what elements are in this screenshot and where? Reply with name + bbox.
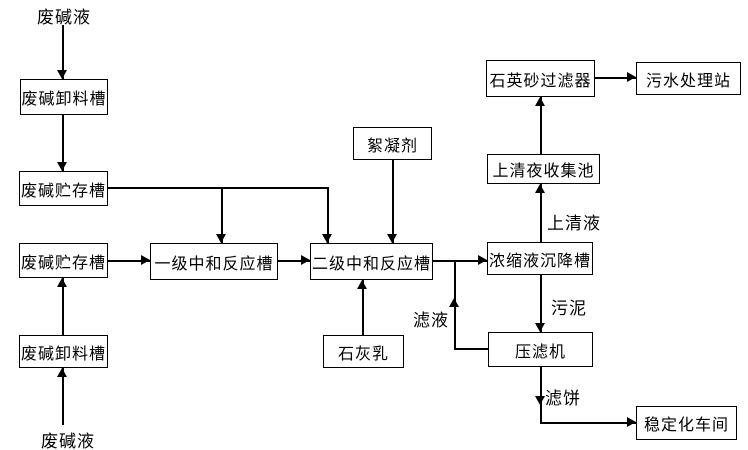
arrowhead-settling-to-pool xyxy=(535,184,545,193)
edge-storage1-to-secondary-drop-line xyxy=(327,188,329,243)
edge-limemilk-to-secondary-line xyxy=(362,280,364,335)
arrowhead-pool-to-sandfilter xyxy=(535,97,545,106)
edge-pool-to-sandfilter-line xyxy=(540,97,542,154)
node-flocculant: 絮凝剂 xyxy=(353,127,432,160)
arrowhead-cake-to-stabilization xyxy=(627,417,636,427)
node-waste-alkali-storage-tank-1: 废碱贮存槽 xyxy=(19,171,108,206)
edge-feedbottom-to-unload2-line xyxy=(62,368,64,425)
edge-unload1-to-storage1-line xyxy=(62,115,64,171)
node-quartz-sand-filter: 石英砂过滤器 xyxy=(486,60,595,97)
arrowhead-filtrate-return xyxy=(449,298,459,307)
arrowhead-unload2-to-storage2 xyxy=(57,278,67,287)
edge-storage2-to-primary-line xyxy=(108,260,150,262)
arrowhead-storage1-to-primary xyxy=(216,234,226,243)
arrowhead-unload1-to-storage1 xyxy=(57,162,67,171)
edge-filtrate-return-horizontal-line xyxy=(454,348,488,350)
node-waste-alkali-unloading-tank-2: 废碱卸料槽 xyxy=(19,335,108,368)
arrowhead-storage1-to-secondary xyxy=(322,234,332,243)
arrowhead-limemilk-to-secondary xyxy=(357,280,367,289)
arrowhead-storage2-to-primary xyxy=(141,255,150,265)
node-stabilization-workshop: 稳定化车间 xyxy=(636,406,737,440)
stream-label-waste-alkali-bottom: 废碱液 xyxy=(41,432,95,450)
edge-primary-to-secondary-line xyxy=(278,260,310,262)
node-lime-milk: 石灰乳 xyxy=(323,335,404,368)
node-waste-alkali-storage-tank-2: 废碱贮存槽 xyxy=(19,243,108,278)
stream-label-waste-alkali-top: 废碱液 xyxy=(37,8,91,28)
arrowhead-secondary-to-settling xyxy=(478,255,487,265)
stream-label-sludge: 污泥 xyxy=(551,299,587,319)
arrowhead-press-cake-down xyxy=(535,396,545,405)
edge-settling-to-press-line xyxy=(540,275,542,332)
arrowhead-feedtop-to-unload1 xyxy=(57,70,67,79)
edge-storage1-branch-line xyxy=(108,187,329,189)
stream-label-filtrate: 滤液 xyxy=(413,311,449,331)
edge-sandfilter-to-sewage-line xyxy=(595,77,636,79)
arrowhead-flocculant-to-secondary xyxy=(387,234,397,243)
edge-cake-to-stabilization-line xyxy=(540,422,636,424)
edge-secondary-to-settling-line xyxy=(433,260,487,262)
stream-label-supernatant: 上清液 xyxy=(547,214,601,234)
edge-press-cake-vertical-line xyxy=(540,367,542,423)
node-secondary-neutralization-tank: 二级中和反应槽 xyxy=(310,243,433,280)
arrowhead-feedbottom-to-unload2 xyxy=(57,368,67,377)
arrowhead-settling-to-press xyxy=(535,323,545,332)
node-primary-neutralization-tank: 一级中和反应槽 xyxy=(150,243,278,280)
edge-unload2-to-storage2-line xyxy=(62,278,64,335)
node-concentrate-settling-tank: 浓缩液沉降槽 xyxy=(487,242,593,275)
edge-storage1-to-primary-drop-line xyxy=(221,188,223,243)
node-filter-press: 压滤机 xyxy=(488,332,593,367)
stream-label-filter-cake: 滤饼 xyxy=(545,389,581,409)
arrowhead-sandfilter-to-sewage xyxy=(627,72,636,82)
arrowhead-primary-to-secondary xyxy=(301,255,310,265)
edge-feedtop-to-unload1-line xyxy=(62,25,64,79)
edge-settling-to-pool-line xyxy=(540,184,542,242)
node-sewage-treatment-station: 污水处理站 xyxy=(636,62,741,95)
node-supernatant-collection-pool: 上清夜收集池 xyxy=(487,154,600,184)
edge-flocculant-to-secondary-line xyxy=(392,160,394,243)
node-waste-alkali-unloading-tank-1: 废碱卸料槽 xyxy=(20,79,108,115)
